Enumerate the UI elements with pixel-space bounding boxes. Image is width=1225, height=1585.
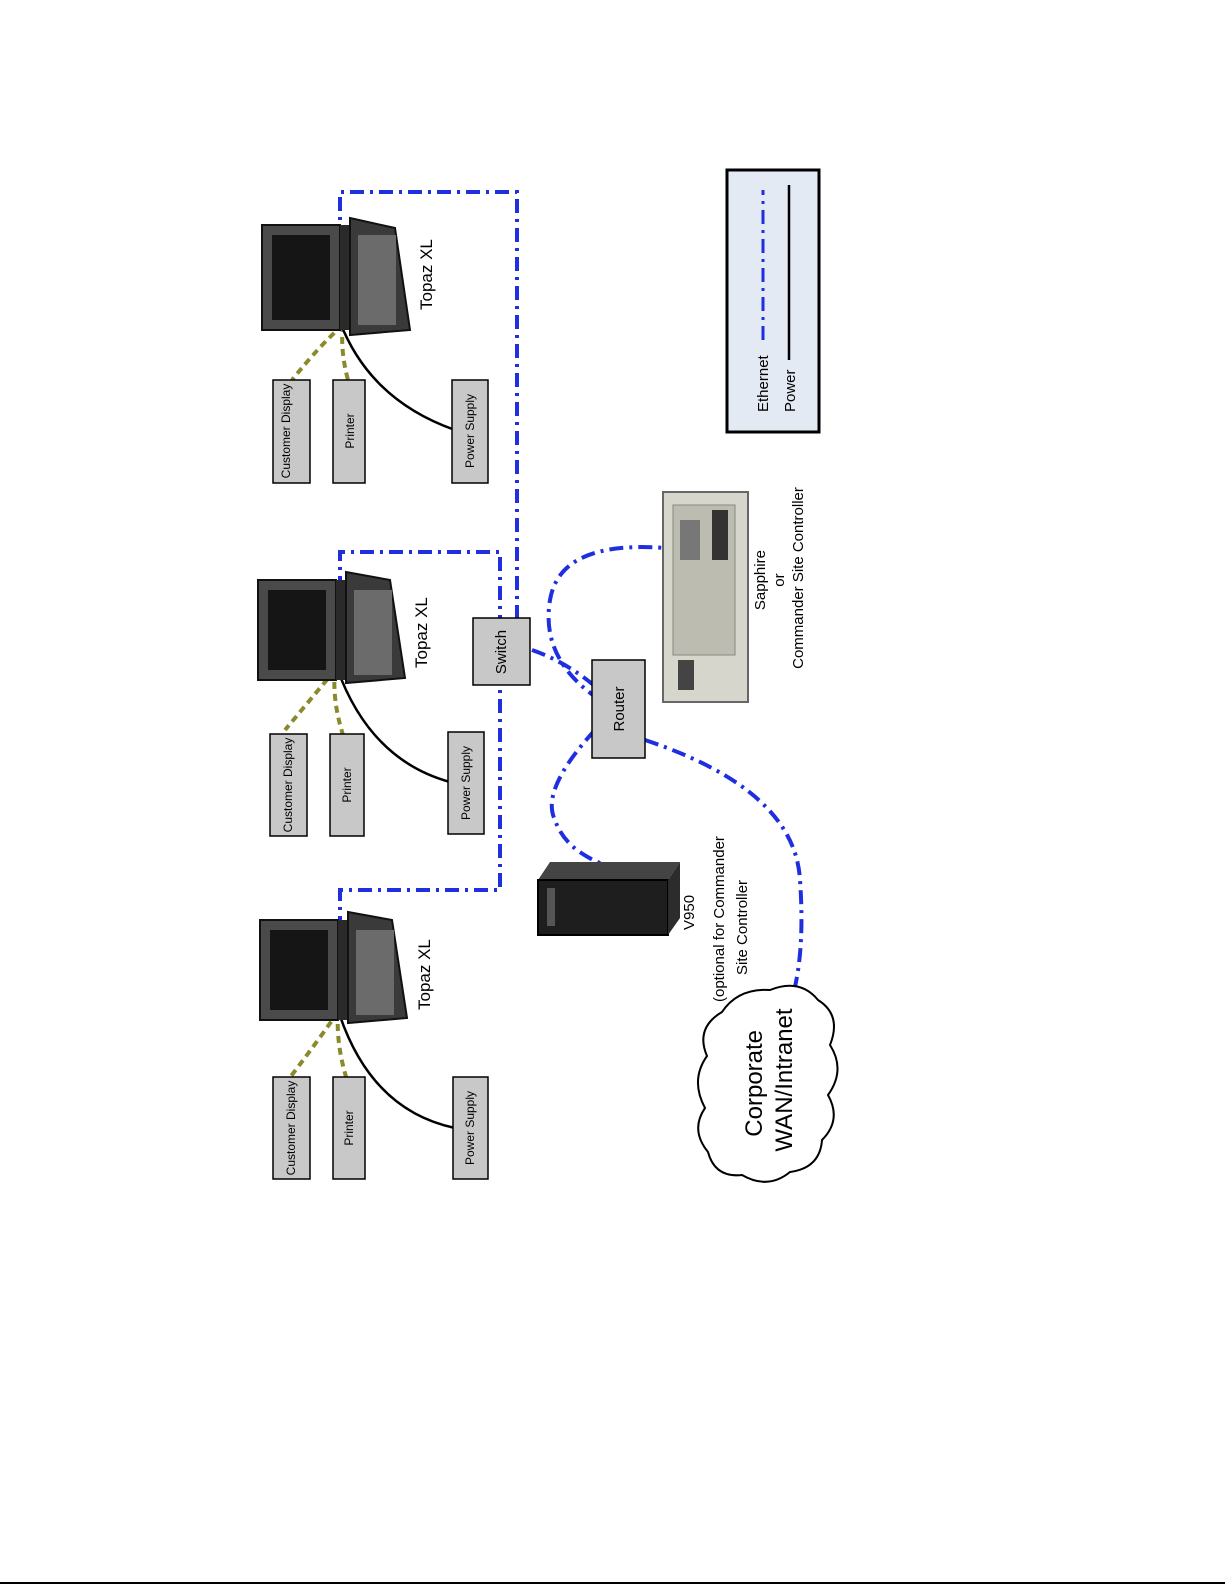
customer-display-label-3: Customer Display: [284, 1081, 298, 1176]
customer-display-label-1: Customer Display: [279, 384, 293, 479]
legend-power-label: Power: [782, 369, 799, 412]
controller-line-1: Sapphire: [752, 550, 769, 610]
terminal-1: Topaz XL Customer Display Printer Power …: [262, 218, 488, 483]
wan-line-2: WAN/Intranet: [771, 1008, 798, 1151]
power-supply-label-2: Power Supply: [459, 746, 473, 820]
customer-display-label-2: Customer Display: [281, 738, 295, 833]
controller-label: Sapphire or Commander Site Controller: [752, 487, 807, 669]
v950-line-3: Site Controller: [734, 880, 751, 975]
legend-box: [727, 170, 819, 432]
printer-label-2: Printer: [340, 767, 354, 802]
router-label: Router: [611, 686, 628, 731]
switch-label: Switch: [493, 630, 510, 674]
terminal-name-1: Topaz XL: [417, 239, 436, 310]
printer-label-3: Printer: [342, 1110, 356, 1145]
power-supply-label-1: Power Supply: [463, 394, 477, 468]
site-controller-device: [663, 492, 748, 702]
legend: Ethernet Power: [727, 170, 819, 432]
page-bottom-rule: [0, 1582, 1225, 1584]
topaz-terminal-icon: [260, 912, 407, 1023]
printer-label-1: Printer: [343, 413, 357, 448]
legend-ethernet-label: Ethernet: [755, 354, 772, 412]
serial-cable-display-3: [288, 1012, 338, 1080]
v950-line-1: V950: [681, 895, 698, 930]
v950-label: V950 (optional for Commander Site Contro…: [681, 832, 751, 1002]
topaz-terminal-icon: [262, 218, 410, 335]
terminal-2: Topaz XL Customer Display Printer Power …: [258, 572, 484, 836]
controller-line-2: or: [771, 573, 788, 586]
terminal-3: Topaz XL Customer Display Printer Power …: [260, 912, 488, 1179]
v950-line-2: (optional for Commander: [711, 836, 728, 1002]
wan-line-1: Corporate: [741, 1030, 768, 1137]
serial-cable-display-1: [292, 325, 343, 380]
v950-device: [538, 862, 680, 935]
terminal-name-3: Topaz XL: [415, 939, 434, 1010]
controller-line-3: Commander Site Controller: [790, 487, 807, 669]
terminal-name-2: Topaz XL: [412, 597, 431, 668]
power-supply-label-3: Power Supply: [463, 1091, 477, 1165]
topaz-terminal-icon: [258, 572, 405, 683]
